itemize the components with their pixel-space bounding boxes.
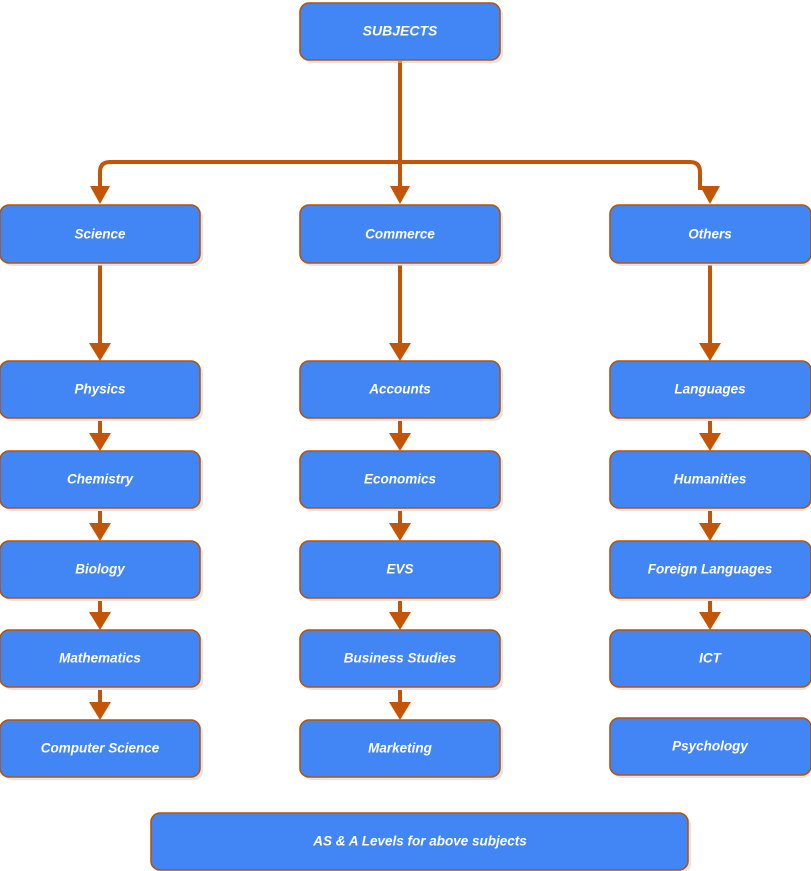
node-humanities-label: Humanities: [674, 472, 747, 487]
arrowhead-science: [90, 186, 110, 204]
node-as-a-levels[interactable]: AS & A Levels for above subjects: [150, 812, 691, 871]
node-accounts[interactable]: Accounts: [299, 360, 503, 421]
node-foreign-languages[interactable]: Foreign Languages: [609, 540, 811, 601]
node-humanities[interactable]: Humanities: [609, 450, 811, 511]
node-languages-label: Languages: [674, 382, 746, 397]
node-science[interactable]: Science: [0, 204, 203, 266]
arrowhead-biology: [89, 523, 111, 541]
node-economics-label: Economics: [364, 472, 437, 487]
node-physics-label: Physics: [74, 382, 126, 397]
node-chemistry-label: Chemistry: [67, 472, 135, 487]
arrowhead-evs: [389, 523, 411, 541]
arrowhead-computer-science: [89, 702, 111, 720]
node-psychology[interactable]: Psychology: [609, 717, 811, 778]
node-mathematics-label: Mathematics: [59, 651, 141, 666]
node-computer-science-label: Computer Science: [41, 741, 160, 756]
connector-layer: [89, 61, 721, 720]
node-science-label: Science: [74, 227, 126, 242]
node-psychology-label: Psychology: [672, 739, 749, 754]
node-commerce[interactable]: Commerce: [299, 204, 503, 266]
node-as-a-levels-label: AS & A Levels for above subjects: [312, 834, 527, 849]
node-subjects-label: SUBJECTS: [363, 23, 438, 39]
arrowhead-chemistry: [89, 433, 111, 451]
arrowhead-accounts: [389, 343, 411, 361]
node-marketing[interactable]: Marketing: [299, 719, 503, 780]
node-biology-label: Biology: [75, 562, 126, 577]
arrowhead-foreign-languages: [699, 523, 721, 541]
arrowhead-commerce: [390, 186, 410, 204]
node-physics[interactable]: Physics: [0, 360, 203, 421]
node-computer-science[interactable]: Computer Science: [0, 719, 203, 780]
node-biology[interactable]: Biology: [0, 540, 203, 601]
node-foreign-languages-label: Foreign Languages: [648, 562, 773, 577]
node-business-studies-label: Business Studies: [344, 651, 457, 666]
node-economics[interactable]: Economics: [299, 450, 503, 511]
node-others-label: Others: [688, 227, 732, 242]
node-ict-label: ICT: [699, 651, 723, 666]
arrowhead-economics: [389, 433, 411, 451]
arrowhead-ict: [699, 612, 721, 630]
arrowhead-humanities: [699, 433, 721, 451]
node-subjects[interactable]: SUBJECTS: [299, 2, 503, 63]
arrowhead-physics: [89, 343, 111, 361]
node-evs[interactable]: EVS: [299, 540, 503, 601]
node-others[interactable]: Others: [609, 204, 811, 266]
node-commerce-label: Commerce: [365, 227, 435, 242]
node-evs-label: EVS: [386, 562, 413, 577]
arrowhead-marketing: [389, 702, 411, 720]
node-languages[interactable]: Languages: [609, 360, 811, 421]
arrowhead-business-studies: [389, 612, 411, 630]
arrowhead-others: [700, 186, 720, 204]
arrowhead-mathematics: [89, 612, 111, 630]
node-mathematics[interactable]: Mathematics: [0, 629, 203, 690]
node-chemistry[interactable]: Chemistry: [0, 450, 203, 511]
node-business-studies[interactable]: Business Studies: [299, 629, 503, 690]
node-marketing-label: Marketing: [368, 741, 433, 756]
node-accounts-label: Accounts: [368, 382, 431, 397]
arrowhead-languages: [699, 343, 721, 361]
node-ict[interactable]: ICT: [609, 629, 811, 690]
